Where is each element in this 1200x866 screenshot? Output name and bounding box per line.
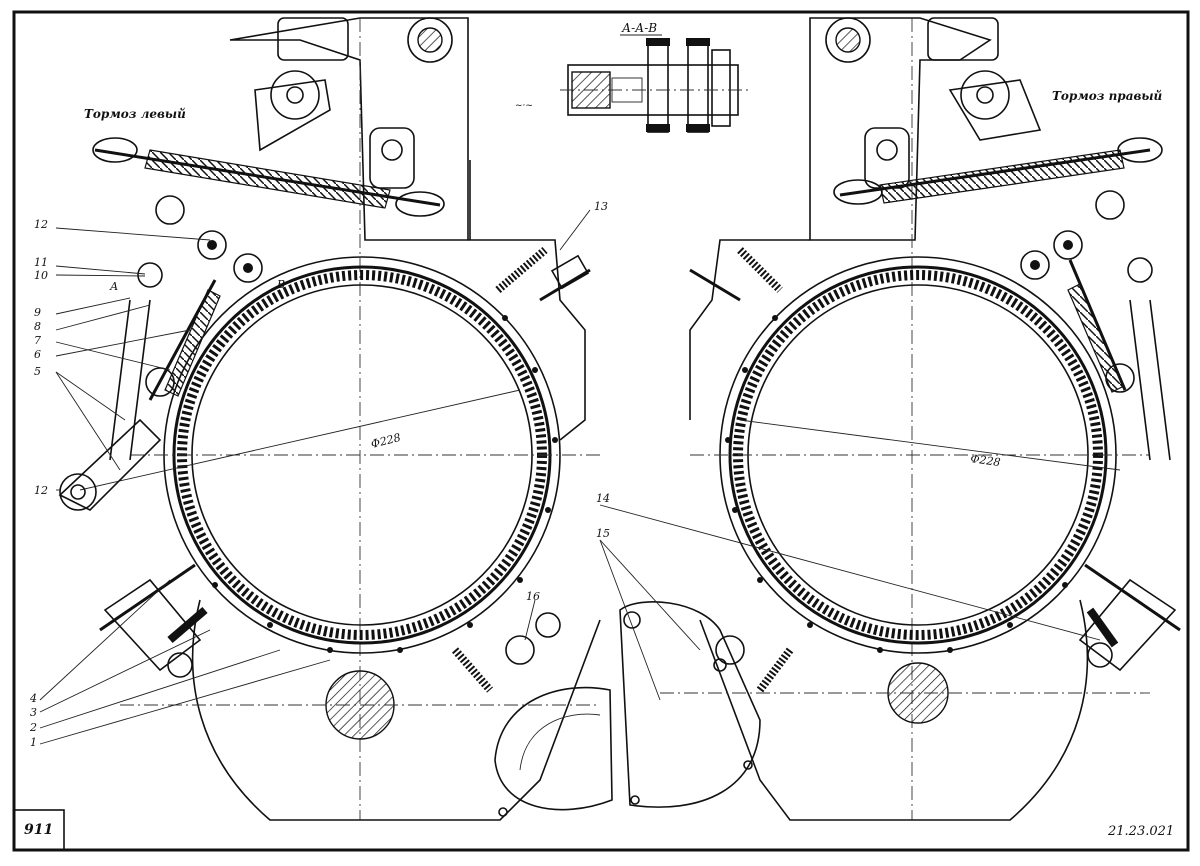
section-view-a-a-b: А-А-В ~·~ xyxy=(515,21,748,133)
callout-5: 5 xyxy=(34,365,41,378)
right-brake: Тормоз правый Ф228 xyxy=(599,17,1181,821)
point-a-label: А xyxy=(109,280,118,293)
callout-16: 16 xyxy=(526,590,540,603)
point-b-label: В xyxy=(276,278,285,291)
callout-7: 7 xyxy=(34,334,41,347)
callout-10: 10 xyxy=(34,269,48,282)
callout-6: 6 xyxy=(34,348,41,361)
callout-14: 14 xyxy=(596,492,610,505)
callout-2: 2 xyxy=(29,721,37,734)
drawing-code: 21.23.021 xyxy=(1107,824,1174,839)
callout-8: 8 xyxy=(34,320,41,333)
right-brake-title: Тормоз правый xyxy=(1052,89,1163,103)
callout-13: 13 xyxy=(594,200,608,213)
left-diameter: Ф228 xyxy=(370,431,402,451)
callout-12: 12 xyxy=(34,218,48,231)
sheet-number: 911 xyxy=(24,822,53,838)
callout-3: 3 xyxy=(30,706,37,719)
left-brake-title: Тормоз левый xyxy=(84,107,186,121)
callout-15: 15 xyxy=(596,527,610,540)
sheet-number-box xyxy=(13,809,65,851)
callout-1: 1 xyxy=(30,736,37,749)
callout-11: 11 xyxy=(34,256,48,269)
callout-9: 9 xyxy=(34,306,41,319)
svg-text:~·~: ~·~ xyxy=(515,101,533,111)
callout-4: 4 xyxy=(29,692,37,705)
right-diameter: Ф228 xyxy=(970,452,1002,469)
left-brake: Тормоз левый Ф228 xyxy=(39,17,613,821)
frame-border xyxy=(12,10,1190,852)
callout-12b: 12 xyxy=(34,484,48,497)
section-label: А-А-В xyxy=(621,21,657,35)
callouts: 12 11 10 9 8 7 6 5 12 4 3 2 1 13 16 14 1… xyxy=(29,200,610,749)
